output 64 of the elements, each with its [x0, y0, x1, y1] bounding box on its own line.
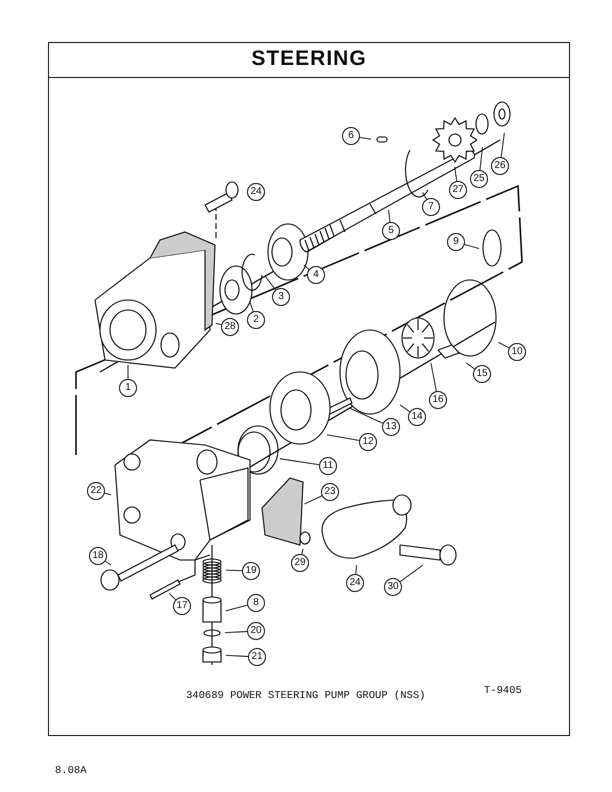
leader-line [355, 564, 358, 574]
leader-line [301, 548, 304, 555]
callout-number: 15 [473, 365, 491, 383]
leader-line [422, 192, 427, 200]
leader-line [454, 166, 458, 182]
callout-number: 22 [87, 482, 105, 500]
leader-line [400, 564, 424, 582]
callout-number: 9 [447, 233, 465, 251]
callout-number: 29 [291, 554, 309, 572]
leader-line [430, 362, 437, 392]
callout-number: 20 [247, 622, 265, 640]
callout-number: 27 [449, 181, 467, 199]
leader-line [466, 362, 476, 370]
leader-line [226, 570, 242, 572]
drawing-number: T-9405 [484, 685, 522, 697]
leader-line [500, 132, 505, 158]
leader-line [480, 146, 483, 170]
callout-number: 24 [346, 574, 364, 592]
leader-line [498, 342, 510, 348]
leader-line [169, 593, 176, 600]
callout-number: 10 [508, 343, 526, 361]
callout-number: 18 [89, 547, 107, 565]
callout-number: 13 [382, 418, 400, 436]
leader-line [400, 404, 410, 412]
leader-line [280, 458, 320, 466]
callout-number: 8 [247, 594, 265, 612]
callout-number: 7 [422, 198, 440, 216]
callout-number: 16 [429, 391, 447, 409]
callout-number: 23 [321, 483, 339, 501]
callout-number: 17 [173, 597, 191, 615]
callout-number: 6 [342, 127, 360, 145]
leader-line [104, 560, 112, 566]
callout-number: 1 [119, 379, 137, 397]
leader-line [359, 136, 372, 140]
leader-line [388, 210, 390, 222]
callout-number: 21 [248, 648, 266, 666]
callout-number: 4 [307, 266, 325, 284]
callout-number: 5 [382, 222, 400, 240]
caption: 340689 POWER STEERING PUMP GROUP (NSS) [186, 690, 426, 702]
leader-line [303, 264, 310, 270]
callout-number: 12 [359, 433, 377, 451]
leader-line [224, 631, 248, 634]
callout-number: 24 [247, 183, 265, 201]
leader-line [104, 492, 112, 496]
leader-line [349, 408, 384, 424]
callout-number: 28 [221, 318, 239, 336]
title: STEERING [250, 47, 368, 71]
leader-line [464, 244, 480, 250]
callout-number: 19 [242, 562, 260, 580]
callout-number: 3 [272, 288, 290, 306]
leader-line [326, 434, 360, 441]
callout-number: 26 [491, 157, 509, 175]
leader-line [264, 276, 276, 290]
leader-line [215, 322, 222, 326]
callout-number: 30 [384, 578, 402, 596]
callout-number: 11 [319, 457, 337, 475]
callout-number: 2 [247, 311, 265, 329]
leader-line [226, 654, 248, 657]
leader-line [249, 300, 254, 312]
leader-line [304, 495, 322, 504]
callout-number: 25 [470, 170, 488, 188]
callout-number: 14 [408, 408, 426, 426]
page-number: 8.08A [55, 765, 87, 777]
leader-line [225, 604, 248, 612]
